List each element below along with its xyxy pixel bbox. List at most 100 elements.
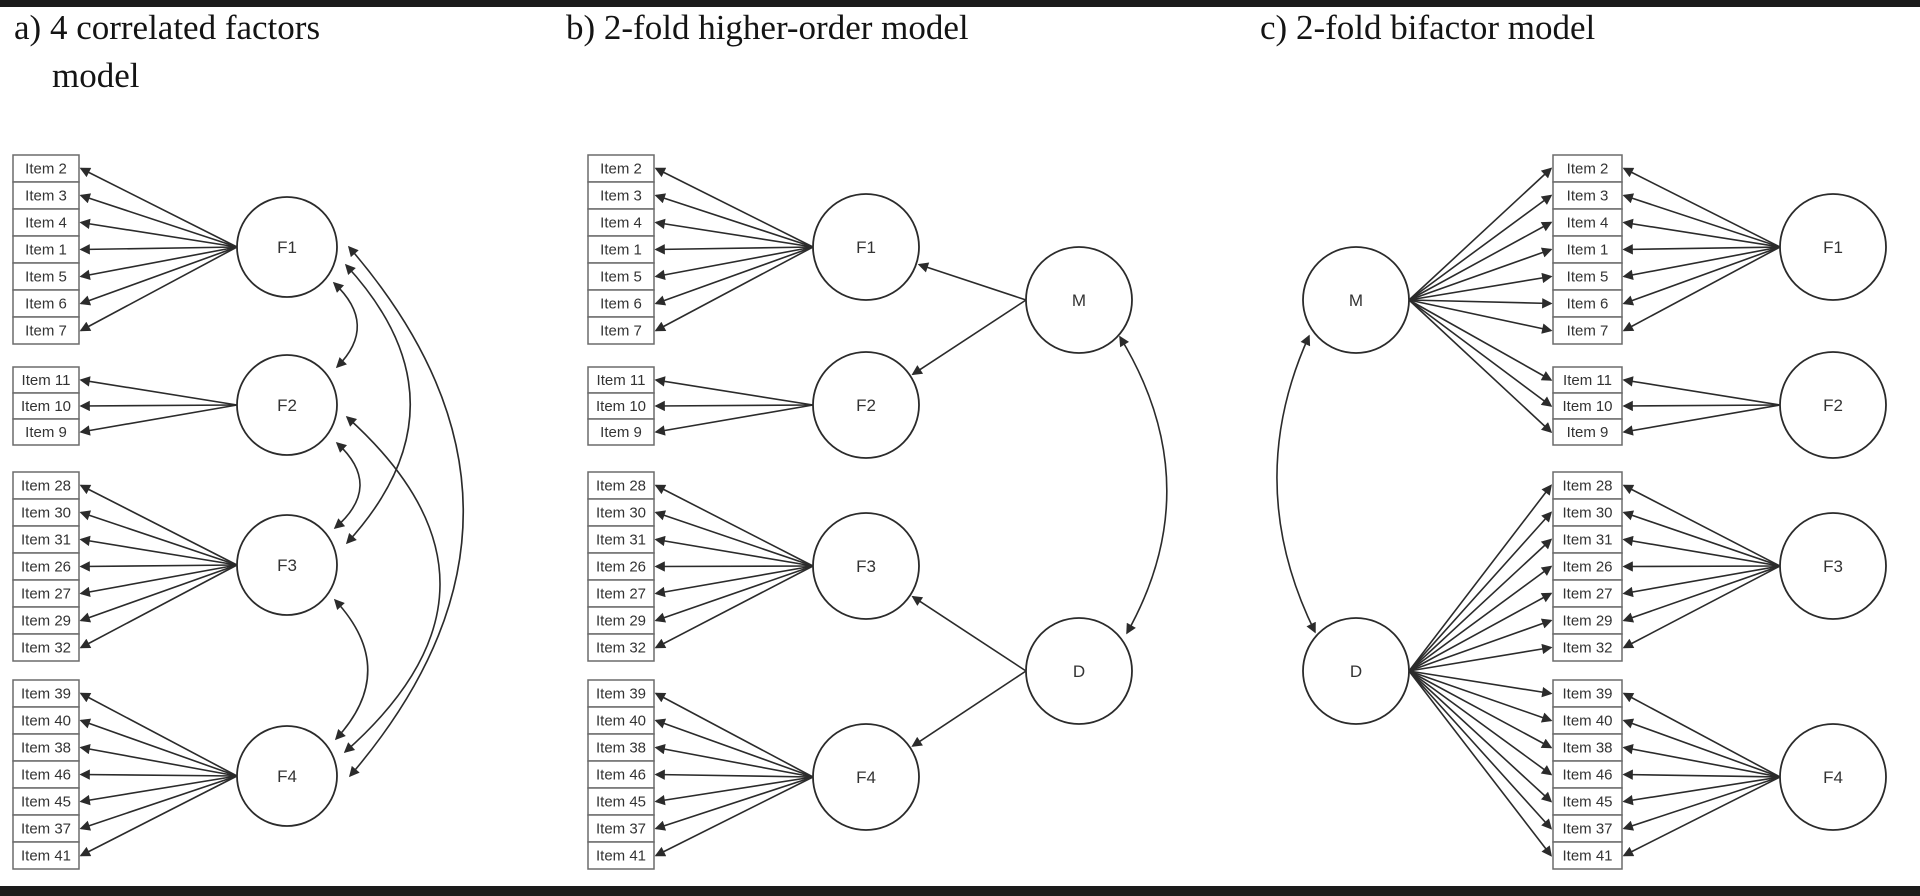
panel-b-item-label: Item 3	[600, 188, 642, 205]
panel-b-higher-order-circle	[1025, 617, 1133, 725]
panel-c-general-loading-arrow-M	[1408, 167, 1553, 301]
panel-c-general-factor-circle-label: D	[1350, 662, 1362, 681]
panel-c-item-box	[1552, 235, 1623, 264]
panel-c-specific-loading-arrow	[1622, 244, 1781, 255]
panel-b-item-box	[587, 498, 655, 527]
panel-b-loading-arrow	[654, 244, 814, 255]
panel-a-loading-arrow	[79, 561, 238, 572]
panel-c-item-label: Item 2	[1567, 161, 1609, 178]
panel-c-item-box	[1552, 471, 1623, 500]
panel-c-specific-loading-arrow	[1622, 510, 1781, 567]
panel-c-item-label: Item 38	[1562, 740, 1612, 757]
panel-a-item-label: Item 39	[21, 686, 71, 703]
panel-c-general-loading-arrow-M	[1408, 299, 1553, 407]
panel-c-item-label: Item 10	[1562, 398, 1612, 415]
panel-a-factor-circle	[236, 354, 338, 456]
panel-a-item-box	[12, 679, 80, 708]
panel-c-factor-circle	[1779, 193, 1887, 301]
panel-c-specific-loading-arrow	[1622, 692, 1781, 778]
panel-c-item-box	[1552, 679, 1623, 708]
panel-b-loading-arrow	[654, 246, 814, 306]
panel-c-general-loading-arrow-D	[1408, 643, 1553, 672]
panel-c-specific-loading-arrow	[1622, 565, 1781, 623]
panel-a-loading-arrow	[79, 692, 238, 777]
panel-a-loading-arrow	[79, 246, 238, 280]
panel-b-item-box	[587, 760, 655, 789]
panel-b-loading-arrow	[654, 510, 814, 567]
panel-c-correlation-arrow-M-D	[1276, 334, 1316, 634]
panel-b-factor-circle-label: F4	[856, 768, 876, 787]
panel-c-title: c) 2-fold bifactor model	[1260, 8, 1596, 47]
panel-a-item-box	[12, 208, 80, 237]
panel-c-item-label: Item 4	[1567, 215, 1609, 232]
panel-c-item-box	[1552, 316, 1623, 345]
panel-c-item-label: Item 28	[1562, 478, 1612, 495]
panel-c-specific-loading-arrow	[1622, 535, 1781, 567]
panel-a-loading-arrow	[79, 743, 238, 777]
panel-b-item-box	[587, 366, 655, 394]
panel-b-item-label: Item 27	[596, 586, 646, 603]
panel-c-item-box	[1552, 392, 1623, 420]
panel-a-item-box	[12, 814, 80, 843]
panel-c-item-label: Item 6	[1567, 296, 1609, 313]
panel-a-title-line2: model	[52, 56, 140, 95]
panel-a-item-box	[12, 235, 80, 264]
panel-c-specific-loading-arrow	[1622, 246, 1781, 306]
panel-b-loading-arrow	[654, 718, 814, 778]
panel-b-loading-arrow	[654, 776, 814, 831]
panel-a-loading-arrow	[79, 193, 238, 248]
panel-c-item-box	[1552, 366, 1623, 394]
panel-b-factor-circle-label: F3	[856, 557, 876, 576]
panel-c-item-label: Item 11	[1563, 372, 1612, 389]
panel-b-factor-circle	[812, 351, 920, 459]
panel-c-general-loading-arrow-D	[1408, 484, 1552, 672]
panel-a-factor-circle	[236, 196, 338, 298]
panel-a-item-label: Item 7	[25, 323, 67, 340]
panel-a-item-label: Item 4	[25, 215, 67, 232]
panel-a-item-label: Item 3	[25, 188, 67, 205]
panel-a-item-label: Item 38	[21, 740, 71, 757]
panel-a-item-label: Item 32	[21, 640, 71, 657]
panel-a-item-label: Item 41	[21, 848, 71, 865]
panel-a-factor-circle-label: F4	[277, 767, 297, 786]
panel-a-correlation-arrow-F1-F3	[344, 263, 411, 545]
panel-b-loading-arrow	[654, 246, 814, 332]
panel-b-loading-arrow	[654, 776, 814, 857]
panel-c-general-loading-arrow-D	[1408, 670, 1553, 830]
panel-c-item-box	[1552, 418, 1623, 446]
panel-a-correlation-arrow-F3-F4	[333, 598, 369, 741]
panel-b-item-box	[587, 733, 655, 762]
panel-a-loading-arrow	[79, 718, 238, 777]
panel-c-general-loading-arrow-M	[1408, 299, 1553, 434]
panel-b-item-label: Item 32	[596, 640, 646, 657]
panel-c-specific-loading-arrow	[1622, 744, 1781, 778]
panel-a-correlation-arrow-F1-F4	[347, 245, 465, 778]
panel-c-specific-loading-arrow	[1622, 565, 1781, 598]
panel-c-specific-loading-arrow	[1622, 218, 1781, 248]
panel-b-item-label: Item 7	[600, 323, 642, 340]
panel-b-correlation-arrow-M-D	[1119, 335, 1168, 635]
panel-b-item-label: Item 28	[596, 478, 646, 495]
panel-a-item-box	[12, 525, 80, 554]
panel-c-general-loading-arrow-M	[1408, 299, 1553, 381]
panel-b-item-label: Item 46	[596, 767, 646, 784]
panel-c-specific-loading-arrow	[1622, 718, 1781, 778]
panel-a-loading-arrow	[79, 564, 238, 598]
panel-c-factor-circle-label: F4	[1823, 768, 1843, 787]
panel-b-factor-circle-label: F1	[856, 238, 876, 257]
panel-a-item-label: Item 11	[22, 372, 71, 389]
panel-b-loading-arrow	[654, 692, 814, 778]
panel-a-item-box	[12, 289, 80, 318]
panel-b-higher-order-arrow-M-F2	[911, 299, 1027, 376]
panel-b-higher-order-arrow-M-F1	[917, 262, 1027, 301]
panel-a-loading-arrow	[79, 510, 238, 566]
panel-b-title: b) 2-fold higher-order model	[566, 8, 969, 47]
panel-a-item-label: Item 10	[21, 398, 71, 415]
panel-a-item-box	[12, 633, 80, 662]
panel-c-item-box	[1552, 181, 1623, 210]
panel-a-item-label: Item 28	[21, 478, 71, 495]
panel-a-factor-circle-label: F2	[277, 396, 297, 415]
panel-b-item-label: Item 5	[600, 269, 642, 286]
panel-a-item-label: Item 27	[21, 586, 71, 603]
